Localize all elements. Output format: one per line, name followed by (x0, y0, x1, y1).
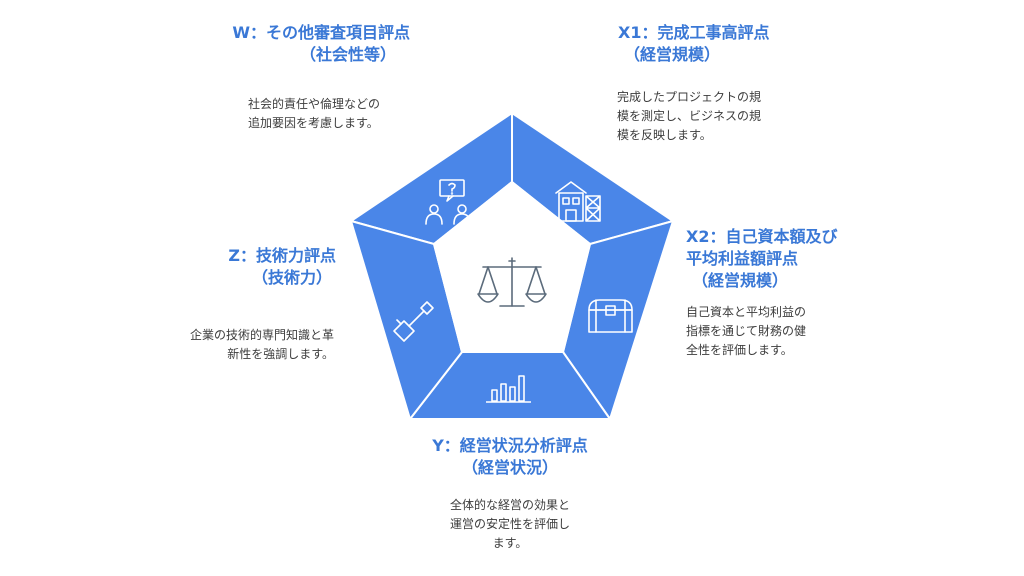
desc-line: ます。 (492, 536, 528, 550)
balance-scale-icon (477, 257, 547, 307)
factor-x2-title-line: （経営規模） (692, 271, 789, 290)
desc-line: 企業の技術的専門知識と革 (189, 328, 334, 342)
factor-w-title: W：その他審査項目評点 （社会性等） (232, 22, 410, 66)
people-question-icon (425, 179, 471, 225)
bar-chart-icon (486, 375, 531, 403)
factor-z-title-line: Z：技術力評点 (228, 246, 336, 265)
factor-z-title-line: （技術力） (251, 268, 332, 287)
desc-line: 指標を通じて財務の健 (686, 324, 807, 338)
desc-line: 完成したプロジェクトの規 (617, 90, 762, 104)
factor-z: Z：技術力評点 （技術力） (228, 245, 336, 289)
desc-line: 自己資本と平均利益の (686, 305, 807, 319)
factor-w-desc: 社会的責任や倫理などの 追加要因を考慮します。 (248, 95, 380, 133)
factor-x2-title-line: X2：自己資本額及び (686, 227, 838, 246)
factor-y: Y：経営状況分析評点 （経営状況） (390, 435, 630, 479)
factor-y-desc: 全体的な経営の効果と 運営の安定性を評価し ます。 (410, 496, 610, 553)
pentagon-segments (348, 111, 676, 422)
desc-line: 新性を強調します。 (227, 347, 334, 361)
factor-x1-desc: 完成したプロジェクトの規 模を測定し、ビジネスの規 模を反映します。 (617, 88, 761, 145)
screwdriver-icon (393, 301, 434, 342)
factor-x2: X2：自己資本額及び 平均利益額評点 （経営規模） (686, 226, 837, 292)
factor-x1: X1：完成工事高評点 （経営規模） (618, 22, 769, 66)
desc-line: 模を測定し、ビジネスの規 (617, 109, 762, 123)
factor-x1-title-line: （経営規模） (624, 45, 721, 64)
factor-w-title-line: （社会性等） (299, 45, 396, 64)
factor-z-desc: 企業の技術的専門知識と革 新性を強調します。 (190, 326, 334, 364)
factor-x1-title-line: X1：完成工事高評点 (618, 23, 770, 42)
factor-x2-title-line: 平均利益額評点 (686, 249, 799, 268)
factor-y-title-line: （経営状況） (461, 458, 558, 477)
desc-line: 模を反映します。 (617, 128, 712, 142)
factor-y-title-line: Y：経営状況分析評点 (432, 436, 588, 455)
building-scaffold-icon (555, 181, 601, 222)
desc-line: 全体的な経営の効果と (449, 498, 570, 512)
factor-w-title-line: W：その他審査項目評点 (232, 23, 410, 42)
factor-x2-desc: 自己資本と平均利益の 指標を通じて財務の健 全性を評価します。 (686, 303, 806, 360)
treasure-chest-icon (588, 299, 633, 333)
desc-line: 社会的責任や倫理などの (248, 97, 381, 111)
desc-line: 全性を評価します。 (686, 343, 793, 357)
factor-w: W：その他審査項目評点 （社会性等） (232, 22, 410, 66)
desc-line: 運営の安定性を評価し (449, 517, 570, 531)
desc-line: 追加要因を考慮します。 (248, 116, 379, 130)
